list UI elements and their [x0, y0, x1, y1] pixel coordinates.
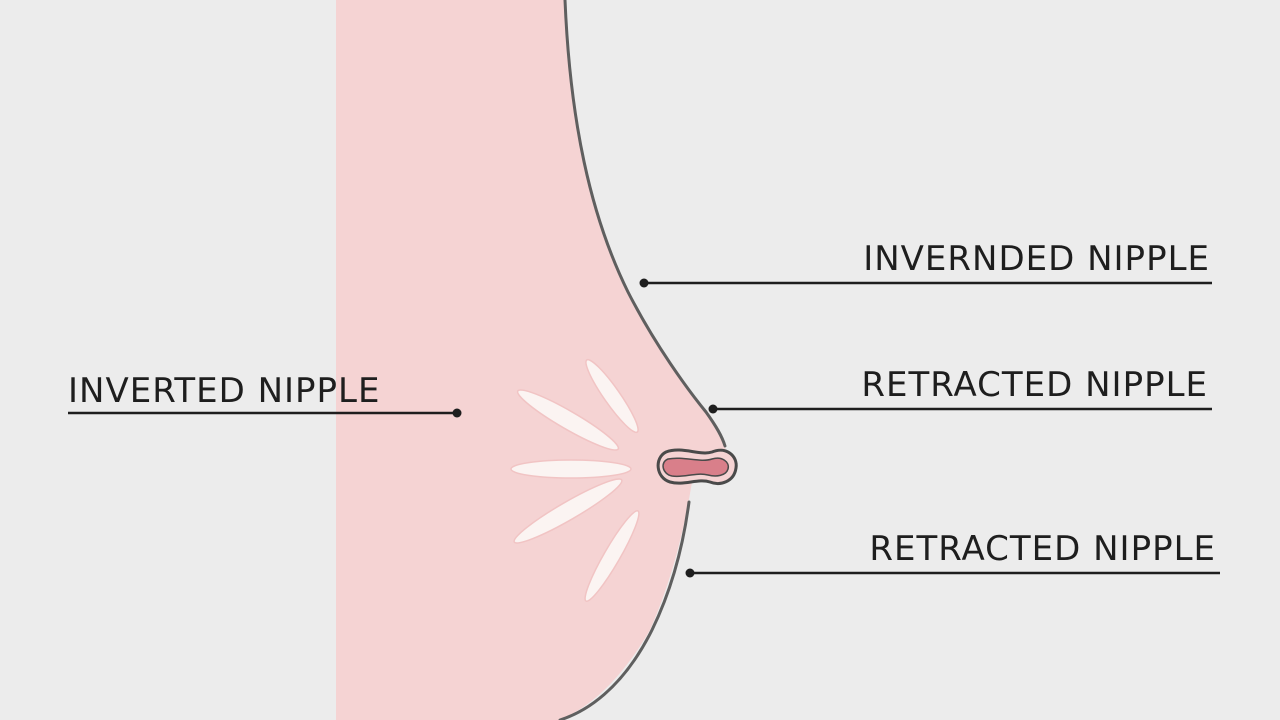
duct-4 [513, 478, 623, 544]
leader-dot-retracted-upper [708, 404, 718, 414]
breast-outline-upper [563, 0, 727, 448]
label-retracted-nipple-lower: RETRACTED NIPPLE [869, 529, 1216, 569]
label-invernded-nipple: INVERNDED NIPPLE [863, 239, 1210, 279]
label-retracted-nipple-upper: RETRACTED NIPPLE [861, 365, 1208, 405]
leader-dot-inverted [452, 408, 462, 418]
duct-5 [584, 510, 640, 602]
duct-2 [516, 389, 620, 451]
milk-ducts [510, 358, 640, 602]
label-inverted-nipple: INVERTED NIPPLE [68, 371, 381, 411]
nipple-inner [662, 457, 730, 478]
nipple [656, 448, 738, 485]
breast-tissue [336, 0, 730, 720]
leader-dot-invernded [639, 278, 649, 288]
duct-1 [585, 358, 639, 434]
leader-lines [68, 278, 1220, 578]
breast-outline-lower [558, 500, 691, 720]
leader-dot-retracted-lower [685, 568, 695, 578]
duct-3 [510, 459, 632, 479]
